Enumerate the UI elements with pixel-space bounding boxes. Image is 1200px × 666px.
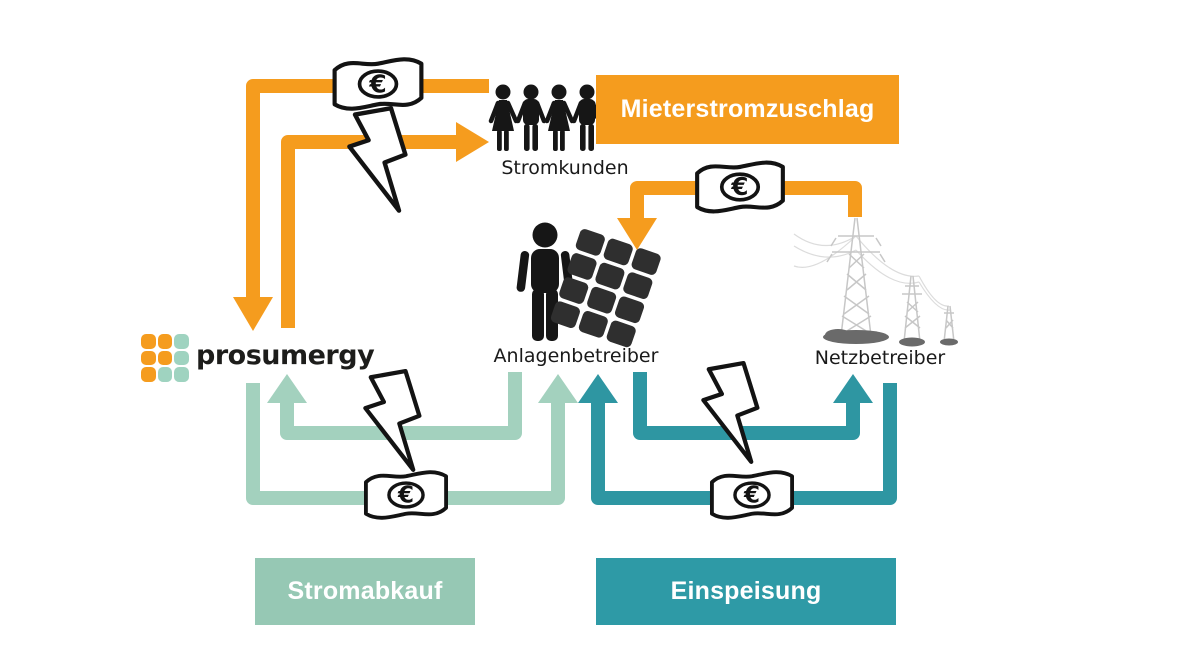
lightning-bolt-icon	[701, 360, 760, 464]
euro-symbol: €	[368, 69, 386, 98]
euro-symbol: €	[743, 483, 760, 509]
label-stromkunden: Stromkunden	[501, 157, 629, 179]
label-anlagenbetreiber: Anlagenbetreiber	[493, 345, 659, 367]
customers-group-icon	[488, 84, 600, 151]
prosumergy-logo-text: prosumergy	[196, 340, 375, 371]
power-towers-icon	[793, 217, 958, 347]
prosumergy-logo-icon	[141, 334, 189, 382]
banner-stromabkauf: Stromabkauf	[255, 558, 475, 625]
person-figures	[488, 84, 600, 151]
euro-symbol: €	[730, 172, 748, 201]
lightning-bolt-icon	[363, 368, 422, 472]
euro-bill-icon: €	[695, 160, 785, 214]
banner-einspeisung: Einspeisung	[596, 558, 896, 625]
flow-power-operator-to-grid	[633, 372, 873, 440]
label-netzbetreiber: Netzbetreiber	[814, 347, 946, 369]
lightning-bolt-icon	[347, 106, 408, 213]
euro-bill-icon: €	[363, 470, 449, 520]
euro-bill-icon: €	[709, 470, 795, 520]
solar-panel-icon	[550, 229, 661, 348]
euro-symbol: €	[397, 483, 414, 509]
euro-bill-icon: €	[332, 57, 424, 111]
banner-mieterstromzuschlag: Mieterstromzuschlag	[596, 75, 899, 144]
